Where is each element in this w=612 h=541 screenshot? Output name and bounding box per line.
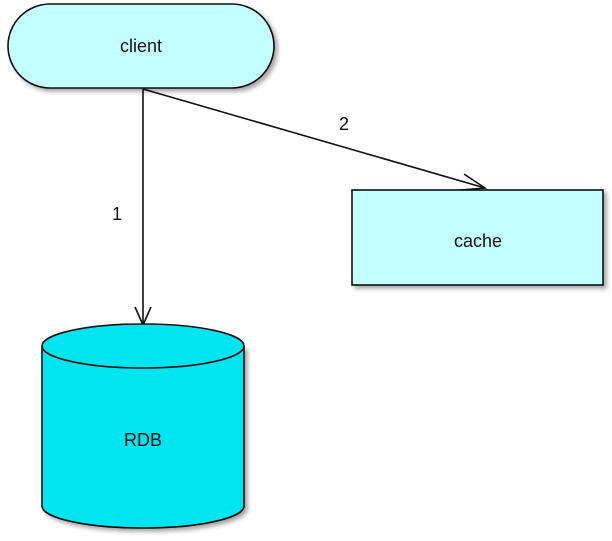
- rdb-label: RDB: [124, 430, 162, 450]
- cache-shape: [351, 189, 604, 286]
- edge-client-to-cache: 2: [142, 88, 488, 191]
- client-node: client: [7, 3, 275, 89]
- edge-label-1: 1: [112, 204, 122, 224]
- cache-node: cache: [351, 189, 604, 286]
- edge-client-to-rdb: 1: [112, 89, 152, 327]
- cache-label: cache: [454, 231, 502, 251]
- client-shape: [7, 3, 275, 89]
- edge-line: [142, 88, 486, 189]
- rdb-top: [41, 323, 245, 369]
- client-label: client: [120, 36, 162, 56]
- edge-label-2: 2: [339, 114, 349, 134]
- rdb-node: RDB: [41, 323, 245, 529]
- rdb-body: [41, 346, 245, 529]
